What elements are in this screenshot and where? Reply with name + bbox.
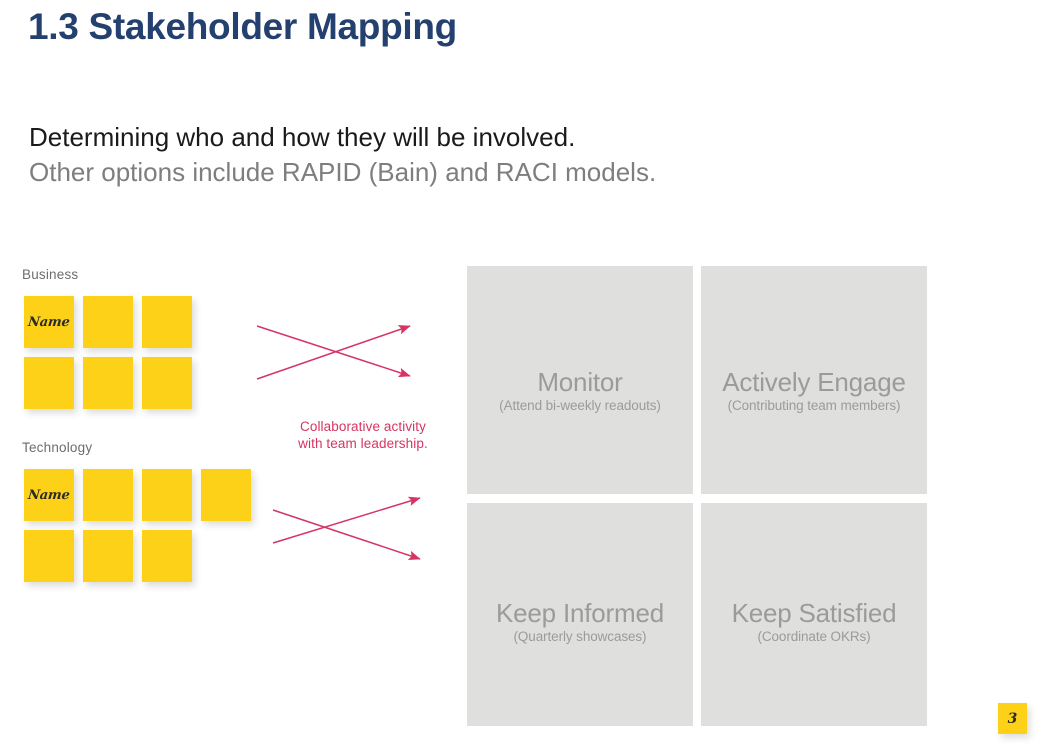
page-number-label: 3: [1007, 710, 1018, 727]
sticky-note-row: Name: [24, 296, 201, 348]
quadrant-text-block: Keep Informed (Quarterly showcases): [467, 599, 693, 645]
quadrant-subtitle: (Contributing team members): [727, 398, 901, 413]
page-title: 1.3 Stakeholder Mapping: [28, 6, 457, 47]
sticky-note-label: Name: [27, 487, 71, 503]
sticky-note-grid-business: Name: [24, 296, 201, 418]
annotation-collaborative-activity: Collaborative activity with team leaders…: [288, 418, 438, 452]
quadrant-title: Actively Engage: [722, 367, 906, 397]
quadrant-title: Keep Satisfied: [731, 598, 897, 628]
sticky-note[interactable]: [83, 357, 133, 409]
sticky-note-row: [24, 357, 201, 409]
group-label-technology: Technology: [22, 440, 93, 455]
page-number-badge: 3: [998, 703, 1027, 734]
quadrant-text-block: Monitor (Attend bi-weekly readouts): [467, 368, 693, 414]
subtitle-primary: Determining who and how they will be inv…: [29, 122, 576, 152]
subtitle-block: Determining who and how they will be inv…: [29, 120, 656, 190]
arrow-line-down-right: [256, 325, 411, 378]
quadrant-text-block: Keep Satisfied (Coordinate OKRs): [701, 599, 927, 645]
quadrant-title: Monitor: [537, 367, 623, 397]
sticky-note-grid-technology: Name: [24, 469, 260, 591]
sticky-note[interactable]: [83, 530, 133, 582]
sticky-note[interactable]: [142, 469, 192, 521]
crossing-arrows-lower: [272, 496, 421, 560]
sticky-note[interactable]: [24, 357, 74, 409]
annotation-line-1: Collaborative activity: [299, 419, 426, 434]
group-label-business: Business: [22, 267, 79, 282]
arrow-line-up-right: [256, 325, 411, 380]
quadrant-keep-informed[interactable]: Keep Informed (Quarterly showcases): [467, 503, 693, 726]
sticky-note-row: [24, 530, 260, 582]
sticky-note[interactable]: [142, 530, 192, 582]
crossing-arrows-upper: [256, 325, 411, 380]
sticky-note[interactable]: [83, 469, 133, 521]
arrow-line-down-right: [272, 509, 421, 560]
annotation-line-2: with team leadership.: [298, 436, 428, 451]
sticky-note-label: Name: [27, 314, 71, 330]
arrow-line-up-right: [272, 496, 421, 544]
sticky-note[interactable]: [24, 530, 74, 582]
quadrant-keep-satisfied[interactable]: Keep Satisfied (Coordinate OKRs): [701, 503, 927, 726]
quadrant-text-block: Actively Engage (Contributing team membe…: [701, 368, 927, 414]
sticky-note[interactable]: Name: [24, 296, 74, 348]
sticky-note[interactable]: [142, 357, 192, 409]
quadrant-actively-engage[interactable]: Actively Engage (Contributing team membe…: [701, 266, 927, 494]
sticky-note-row: Name: [24, 469, 260, 521]
quadrant-subtitle: (Coordinate OKRs): [757, 629, 871, 644]
quadrant-title: Keep Informed: [496, 598, 664, 628]
subtitle-secondary: Other options include RAPID (Bain) and R…: [29, 157, 657, 187]
sticky-note[interactable]: Name: [24, 469, 74, 521]
quadrant-subtitle: (Quarterly showcases): [513, 629, 647, 644]
quadrant-monitor[interactable]: Monitor (Attend bi-weekly readouts): [467, 266, 693, 494]
sticky-note[interactable]: [142, 296, 192, 348]
sticky-note[interactable]: [83, 296, 133, 348]
quadrant-subtitle: (Attend bi-weekly readouts): [499, 398, 661, 413]
sticky-note[interactable]: [201, 469, 251, 521]
